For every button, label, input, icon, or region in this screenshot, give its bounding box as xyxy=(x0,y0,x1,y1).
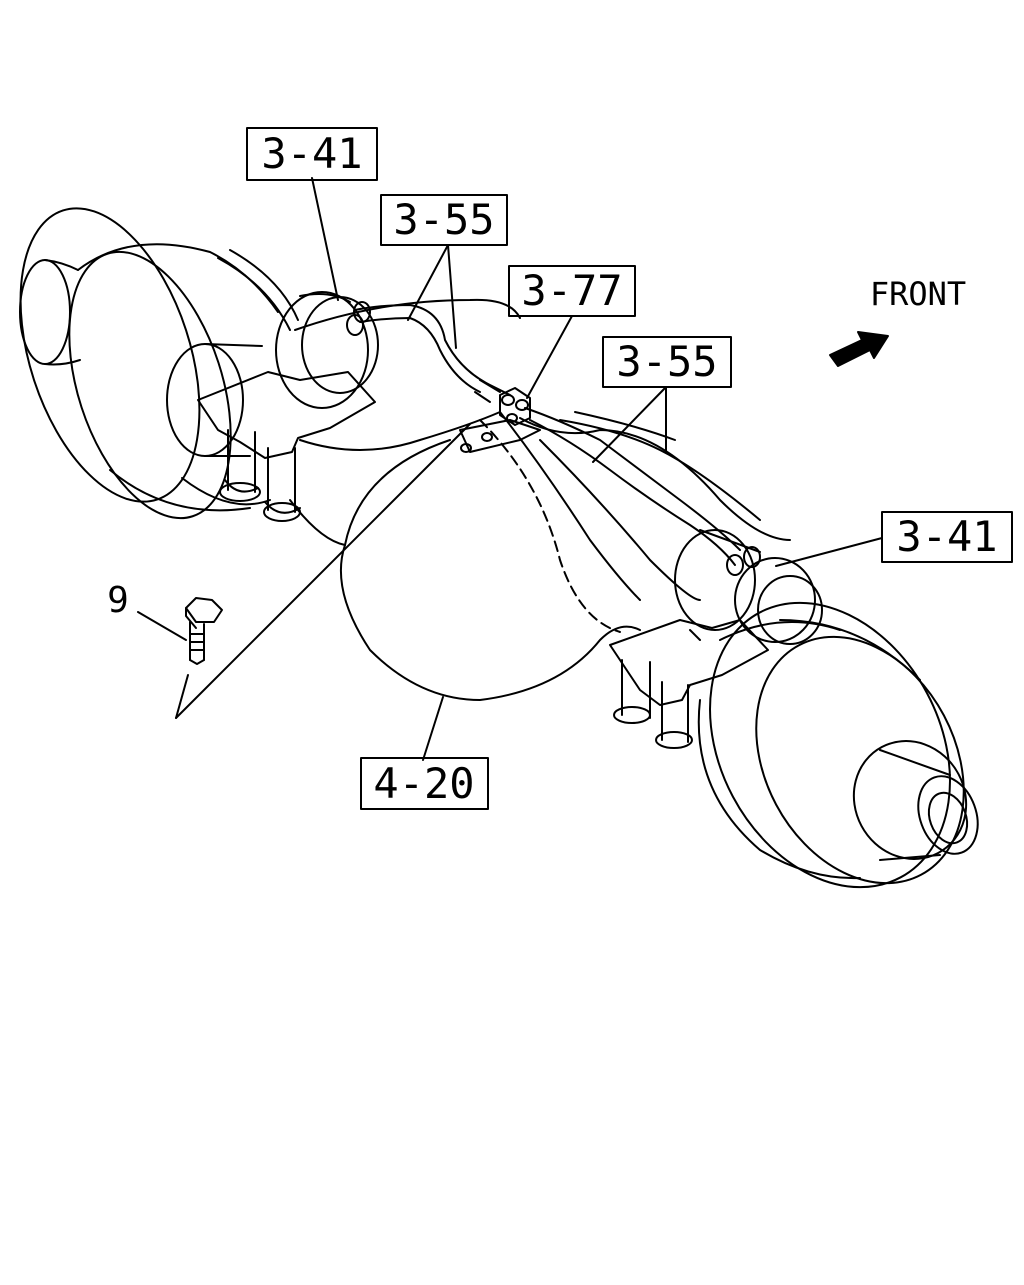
bolt-part-9 xyxy=(185,597,223,665)
part-number-label: 9 xyxy=(107,580,129,621)
callout-label-3-41-top: 3-41 xyxy=(261,129,362,178)
callout-label-3-77: 3-77 xyxy=(521,266,622,315)
callout-box-3-77 xyxy=(508,265,636,317)
callout-box-4-20 xyxy=(360,757,489,810)
axle-housing xyxy=(289,298,823,701)
callout-boxes xyxy=(246,127,1013,810)
right-hub-drum xyxy=(697,601,979,889)
callout-label-3-41-right: 3-41 xyxy=(896,512,997,561)
right-spring-seat xyxy=(609,619,769,749)
callout-box-3-41-right xyxy=(881,511,1013,563)
front-arrow-icon xyxy=(829,331,889,367)
left-hub-drum xyxy=(19,207,299,520)
brake-pipes xyxy=(346,301,761,576)
front-direction-label: FRONT xyxy=(870,275,966,313)
callout-box-3-41-top xyxy=(246,127,378,181)
brake-junction-block xyxy=(499,387,531,426)
left-spring-seat xyxy=(197,371,376,522)
leader-lines xyxy=(137,177,883,761)
callout-label-3-55-top: 3-55 xyxy=(393,195,494,244)
callout-label-4-20: 4-20 xyxy=(373,759,474,808)
callout-box-3-55-right xyxy=(602,336,732,388)
callout-label-3-55-right: 3-55 xyxy=(616,337,717,386)
callout-box-3-55-top xyxy=(380,194,508,246)
